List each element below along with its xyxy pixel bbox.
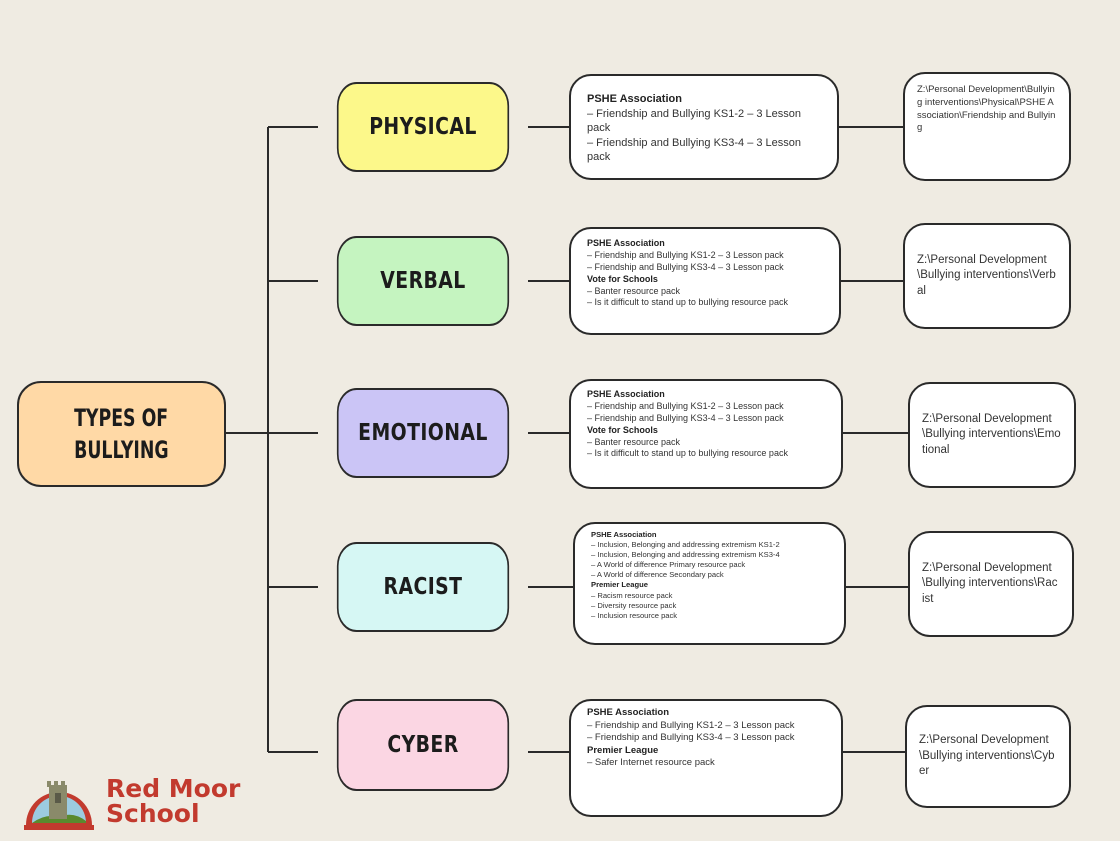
resource-box-physical: PSHE Association – Friendship and Bullyin… [569,74,839,180]
resource-org: Premier League [591,580,648,590]
resource-item: – Inclusion resource pack [591,610,678,620]
root-label: TYPES OF BULLYING [66,402,177,467]
path-box-verbal: Z:\Personal Development\Bullying interve… [903,223,1071,329]
resource-org: PSHE Association [587,238,665,248]
resource-box-emotional: PSHE Association– Friendship and Bullyin… [569,379,843,489]
resource-org: PSHE Association [587,93,682,105]
path-box-emotional: Z:\Personal Development\Bullying interve… [908,382,1076,488]
school-name: Red Moor School [106,776,240,826]
root-label-line2: BULLYING [74,436,169,464]
path-box-cyber: Z:\Personal Development\Bullying interve… [905,705,1071,808]
path-box-physical: Z:\Personal Development\Bullying interve… [903,72,1071,181]
resource-org: PSHE Association [587,389,665,399]
category-emotional: EMOTIONAL [336,388,510,478]
resource-item: – Safer Internet resource pack [587,757,715,769]
resource-box-cyber: PSHE Association– Friendship and Bullyin… [569,699,843,817]
resource-item: – Friendship and Bullying KS1-2 – 3 Less… [587,107,802,135]
resource-item: – Friendship and Bullying KS1-2 – 3 Less… [587,400,784,411]
resource-org: Premier League [587,744,659,756]
resource-item: – Is it difficult to stand up to bullyin… [587,297,788,308]
resource-item: – Banter resource pack [587,436,681,447]
path-box-racist: Z:\Personal Development\Bullying interve… [908,531,1074,637]
resource-org: Vote for Schools [587,424,658,435]
resource-item: – Friendship and Bullying KS3-4 – 3 Less… [587,412,784,423]
resource-item: – Is it difficult to stand up to bullyin… [587,448,788,459]
resource-item: – Friendship and Bullying KS3-4 – 3 Less… [587,732,795,744]
root-label-line1: TYPES OF [74,403,169,432]
resource-org: Vote for Schools [587,273,658,284]
resource-item: – Racism resource pack [591,590,673,600]
resource-box-racist: PSHE Association– Inclusion, Belonging a… [573,522,846,645]
resource-item: – Banter resource pack [587,285,681,296]
category-physical: PHYSICAL [336,82,510,172]
resource-item: – Friendship and Bullying KS3-4 – 3 Less… [587,136,802,164]
resource-item: – Inclusion, Belonging and addressing ex… [591,550,780,560]
resource-item: – A World of difference Secondary pack [591,570,724,580]
category-verbal: VERBAL [336,236,510,326]
resource-org: PSHE Association [591,530,657,539]
resource-item: – Friendship and Bullying KS3-4 – 3 Less… [587,261,784,272]
resource-org: PSHE Association [587,707,670,718]
resource-item: – A World of difference Primary resource… [591,560,746,570]
category-racist: RACIST [336,542,510,632]
school-logo-icon [24,781,94,830]
resource-item: – Inclusion, Belonging and addressing ex… [591,540,780,550]
root-node-types-of-bullying: TYPES OF BULLYING [17,381,226,487]
resource-item: – Friendship and Bullying KS1-2 – 3 Less… [587,719,795,731]
school-name-line2: School [106,799,200,828]
resource-box-verbal: PSHE Association– Friendship and Bullyin… [569,227,841,335]
school-name-line1: Red Moor [106,774,241,803]
category-cyber: CYBER [336,699,510,791]
resource-item: – Friendship and Bullying KS1-2 – 3 Less… [587,249,784,260]
resource-item: – Diversity resource pack [591,600,677,610]
